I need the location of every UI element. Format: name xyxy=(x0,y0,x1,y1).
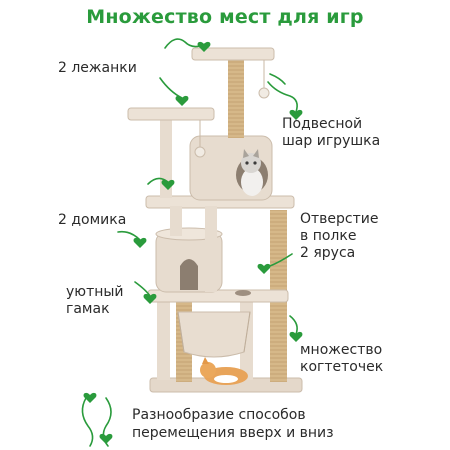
label-line: в полке xyxy=(300,228,357,244)
label-hanging-ball: Подвесной шар игрушка xyxy=(282,116,380,150)
post xyxy=(170,206,182,236)
label-movement-ways: Разнообразие способов перемещения вверх … xyxy=(132,406,334,442)
label-line: Отверстие xyxy=(300,211,379,227)
hanging-ball xyxy=(258,87,270,99)
bed-left xyxy=(127,107,215,121)
hanging-ball xyxy=(194,146,206,158)
label-shelf-hole: Отверстие в полке 2 яруса xyxy=(300,211,379,262)
label-line: когтеточек xyxy=(300,359,384,375)
bed-top xyxy=(191,47,275,61)
label-line: 2 яруса xyxy=(300,245,356,261)
post xyxy=(160,118,172,198)
label-line: Подвесной xyxy=(282,116,363,132)
label-line: гамак xyxy=(66,301,110,317)
label-line: шар игрушка xyxy=(282,133,381,149)
label-beds: 2 лежанки xyxy=(58,60,137,76)
page-title: Множество мест для игр xyxy=(86,6,364,28)
cat-sitting xyxy=(241,168,263,196)
post xyxy=(205,206,217,292)
shelf-hole xyxy=(235,290,251,296)
hammock xyxy=(177,311,251,358)
label-line: уютный xyxy=(66,284,124,300)
sisal-post xyxy=(228,60,244,138)
label-houses: 2 домика xyxy=(58,212,127,228)
label-line: перемещения вверх и вниз xyxy=(132,425,334,441)
label-hammock: уютный гамак xyxy=(66,284,124,318)
label-line: множество xyxy=(300,342,383,358)
label-scratchers: множество когтеточек xyxy=(300,342,383,376)
label-line: Разнообразие способов xyxy=(132,407,306,423)
post xyxy=(157,300,170,380)
